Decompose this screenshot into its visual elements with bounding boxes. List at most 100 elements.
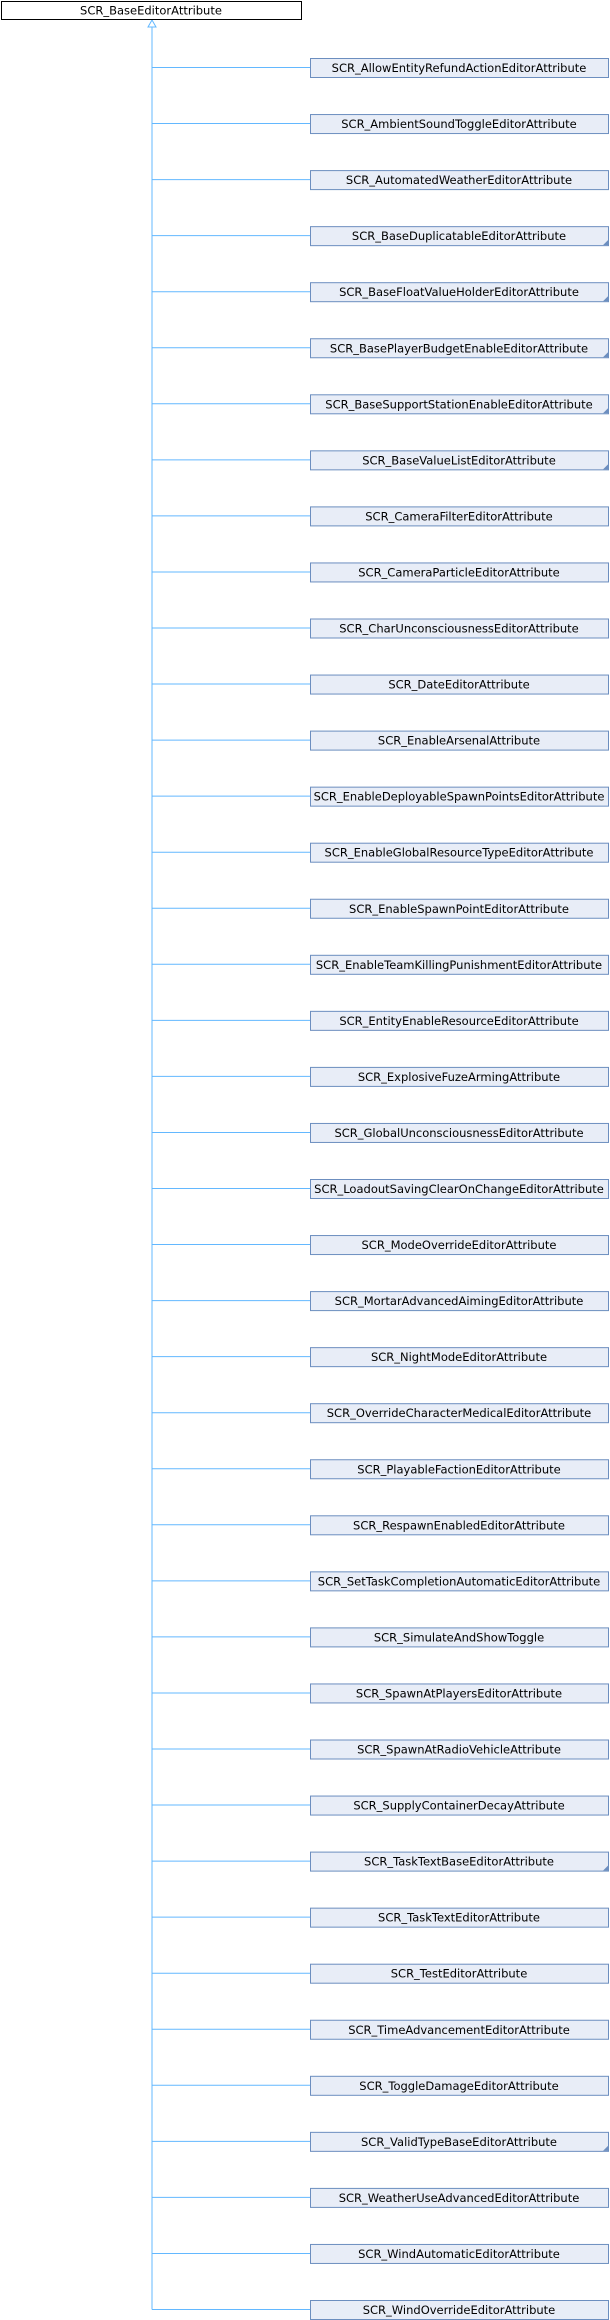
child-class-node[interactable]: SCR_EnableTeamKillingPunishmentEditorAtt… (310, 954, 609, 975)
child-class-label: SCR_AllowEntityRefundActionEditorAttribu… (332, 61, 587, 75)
has-subclasses-corner-icon (603, 1865, 608, 1871)
child-class-node[interactable]: SCR_MortarAdvancedAimingEditorAttribute (310, 1291, 609, 1312)
child-class-node[interactable]: SCR_CharUnconsciousnessEditorAttribute (310, 618, 609, 639)
child-class-node[interactable]: SCR_SpawnAtRadioVehicleAttribute (310, 1739, 609, 1760)
child-class-label: SCR_EnableDeployableSpawnPointsEditorAtt… (314, 790, 605, 804)
child-class-node[interactable]: SCR_ModeOverrideEditorAttribute (310, 1235, 609, 1256)
child-class-box (310, 954, 609, 975)
child-class-label: SCR_EntityEnableResourceEditorAttribute (339, 1014, 578, 1028)
child-class-node[interactable]: SCR_AutomatedWeatherEditorAttribute (310, 170, 609, 191)
child-class-box (310, 1739, 609, 1760)
child-class-node[interactable]: SCR_EnableGlobalResourceTypeEditorAttrib… (310, 842, 609, 863)
child-class-label: SCR_TestEditorAttribute (391, 1967, 528, 1981)
child-class-node[interactable]: SCR_DateEditorAttribute (310, 674, 609, 695)
child-class-box (310, 282, 609, 303)
child-class-label: SCR_CameraFilterEditorAttribute (365, 509, 553, 523)
child-class-label: SCR_EnableGlobalResourceTypeEditorAttrib… (325, 846, 594, 860)
child-class-node[interactable]: SCR_OverrideCharacterMedicalEditorAttrib… (310, 1403, 609, 1424)
child-class-node[interactable]: SCR_TaskTextEditorAttribute (310, 1907, 609, 1928)
child-class-node[interactable]: SCR_EntityEnableResourceEditorAttribute (310, 1010, 609, 1031)
child-class-label: SCR_ValidTypeBaseEditorAttribute (361, 2135, 557, 2149)
child-class-node[interactable]: SCR_PlayableFactionEditorAttribute (310, 1459, 609, 1480)
child-class-node[interactable]: SCR_BasePlayerBudgetEnableEditorAttribut… (310, 338, 609, 359)
has-subclasses-corner-icon (603, 408, 608, 414)
child-class-box (310, 674, 609, 695)
child-class-box (310, 1179, 609, 1199)
child-class-label: SCR_BaseSupportStationEnableEditorAttrib… (325, 397, 592, 411)
child-class-node[interactable]: SCR_EnableArsenalAttribute (310, 730, 609, 751)
child-class-box (310, 618, 609, 639)
child-class-box (310, 2187, 609, 2208)
child-class-label: SCR_ExplosiveFuzeArmingAttribute (358, 1070, 560, 1084)
child-class-node[interactable]: SCR_WeatherUseAdvancedEditorAttribute (310, 2187, 609, 2208)
child-class-label: SCR_RespawnEnabledEditorAttribute (353, 1518, 565, 1532)
child-class-box (310, 1459, 609, 1480)
child-class-box (310, 1963, 609, 1984)
child-class-box (310, 226, 609, 247)
child-class-node[interactable]: SCR_CameraFilterEditorAttribute (310, 506, 609, 527)
child-class-node[interactable]: SCR_EnableSpawnPointEditorAttribute (310, 898, 609, 919)
child-class-label: SCR_GlobalUnconsciousnessEditorAttribute (334, 1126, 583, 1140)
child-class-node[interactable]: SCR_WindAutomaticEditorAttribute (310, 2243, 609, 2264)
child-class-label: SCR_ModeOverrideEditorAttribute (362, 1238, 557, 1252)
child-class-label: SCR_PlayableFactionEditorAttribute (357, 1462, 560, 1476)
child-class-node[interactable]: SCR_SetTaskCompletionAutomaticEditorAttr… (310, 1571, 609, 1592)
child-class-node[interactable]: SCR_EnableDeployableSpawnPointsEditorAtt… (310, 786, 609, 807)
child-class-box (310, 450, 609, 471)
child-class-label: SCR_WeatherUseAdvancedEditorAttribute (339, 2191, 580, 2205)
child-class-label: SCR_EnableArsenalAttribute (378, 734, 540, 748)
child-class-label: SCR_ToggleDamageEditorAttribute (359, 2079, 558, 2093)
child-class-box (310, 786, 609, 807)
child-class-box (310, 2075, 609, 2096)
child-class-label: SCR_BaseFloatValueHolderEditorAttribute (339, 285, 579, 299)
child-class-node[interactable]: SCR_BaseValueListEditorAttribute (310, 450, 609, 471)
child-class-node[interactable]: SCR_BaseDuplicatableEditorAttribute (310, 226, 609, 247)
child-class-node[interactable]: SCR_TestEditorAttribute (310, 1963, 609, 1984)
child-class-node[interactable]: SCR_SpawnAtPlayersEditorAttribute (310, 1683, 609, 1704)
has-subclasses-corner-icon (603, 2145, 608, 2151)
child-class-box (310, 1907, 609, 1928)
has-subclasses-corner-icon (603, 240, 608, 246)
child-class-node[interactable]: SCR_SimulateAndShowToggle (310, 1627, 609, 1648)
child-class-node[interactable]: SCR_NightModeEditorAttribute (310, 1347, 609, 1368)
child-class-label: SCR_TimeAdvancementEditorAttribute (348, 2023, 570, 2037)
child-class-node[interactable]: SCR_ValidTypeBaseEditorAttribute (310, 2131, 609, 2152)
root-class-box (1, 1, 302, 20)
child-class-label: SCR_SupplyContainerDecayAttribute (353, 1799, 564, 1813)
child-class-node[interactable]: SCR_RespawnEnabledEditorAttribute (310, 1515, 609, 1536)
child-class-box (310, 1515, 609, 1536)
child-class-node[interactable]: SCR_BaseSupportStationEnableEditorAttrib… (310, 394, 609, 415)
child-class-box (310, 394, 609, 415)
child-class-label: SCR_SimulateAndShowToggle (374, 1630, 544, 1644)
child-class-node[interactable]: SCR_WindOverrideEditorAttribute (310, 2300, 609, 2320)
child-class-node[interactable]: SCR_BaseFloatValueHolderEditorAttribute (310, 282, 609, 303)
child-class-node[interactable]: SCR_SupplyContainerDecayAttribute (310, 1795, 609, 1816)
child-class-box (310, 898, 609, 919)
has-subclasses-corner-icon (603, 296, 608, 302)
child-class-label: SCR_WindAutomaticEditorAttribute (358, 2247, 560, 2261)
child-class-node[interactable]: SCR_CameraParticleEditorAttribute (310, 562, 609, 583)
child-class-node[interactable]: SCR_ToggleDamageEditorAttribute (310, 2075, 609, 2096)
child-class-label: SCR_DateEditorAttribute (388, 678, 529, 692)
child-class-box (310, 1403, 609, 1424)
child-class-node[interactable]: SCR_TimeAdvancementEditorAttribute (310, 2019, 609, 2040)
child-class-box (310, 842, 609, 863)
child-class-box (310, 1066, 609, 1087)
child-class-box (310, 562, 609, 583)
inheritance-arrowhead (147, 18, 157, 28)
child-class-node[interactable]: SCR_LoadoutSavingClearOnChangeEditorAttr… (310, 1179, 609, 1199)
root-class-node[interactable]: SCR_BaseEditorAttribute (1, 1, 302, 20)
child-class-label: SCR_BaseValueListEditorAttribute (362, 453, 556, 467)
child-class-node[interactable]: SCR_AmbientSoundToggleEditorAttribute (310, 114, 609, 135)
child-class-node[interactable]: SCR_GlobalUnconsciousnessEditorAttribute (310, 1122, 609, 1143)
child-class-box (310, 506, 609, 527)
child-class-label: SCR_NightModeEditorAttribute (371, 1350, 547, 1364)
child-class-label: SCR_WindOverrideEditorAttribute (363, 2303, 556, 2317)
child-class-label: SCR_SetTaskCompletionAutomaticEditorAttr… (318, 1574, 600, 1588)
child-class-node[interactable]: SCR_TaskTextBaseEditorAttribute (310, 1851, 609, 1872)
child-class-node[interactable]: SCR_ExplosiveFuzeArmingAttribute (310, 1066, 609, 1087)
child-class-node[interactable]: SCR_AllowEntityRefundActionEditorAttribu… (310, 58, 609, 78)
child-class-box (310, 58, 609, 78)
child-class-box (310, 2019, 609, 2040)
